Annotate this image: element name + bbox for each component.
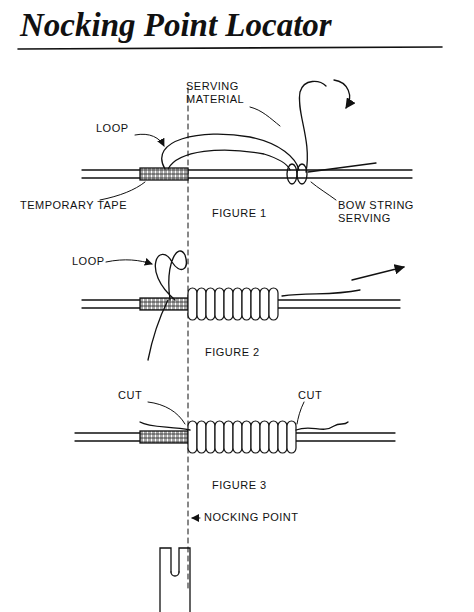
title: Nocking Point Locator	[20, 6, 332, 44]
figure-2	[82, 251, 404, 360]
figure-3	[75, 402, 395, 453]
title-rule	[18, 47, 442, 49]
locator-line	[188, 88, 189, 588]
part-label: NOCKING POINT	[204, 511, 299, 524]
figure-label: FIGURE 2	[205, 346, 260, 359]
part-label: LOOP	[72, 255, 105, 268]
part-label: TEMPORARY TAPE	[20, 199, 127, 212]
part-label: CUT	[298, 389, 322, 402]
part-label: LOOP	[96, 122, 129, 135]
part-label: CUT	[118, 389, 142, 402]
figure-label: FIGURE 3	[212, 479, 267, 492]
figure-1	[82, 80, 412, 200]
figure-label: FIGURE 1	[212, 207, 267, 220]
part-label: SERVING MATERIAL	[186, 80, 258, 106]
arrow-nock	[160, 548, 190, 612]
part-label: BOW STRING SERVING	[338, 199, 420, 225]
